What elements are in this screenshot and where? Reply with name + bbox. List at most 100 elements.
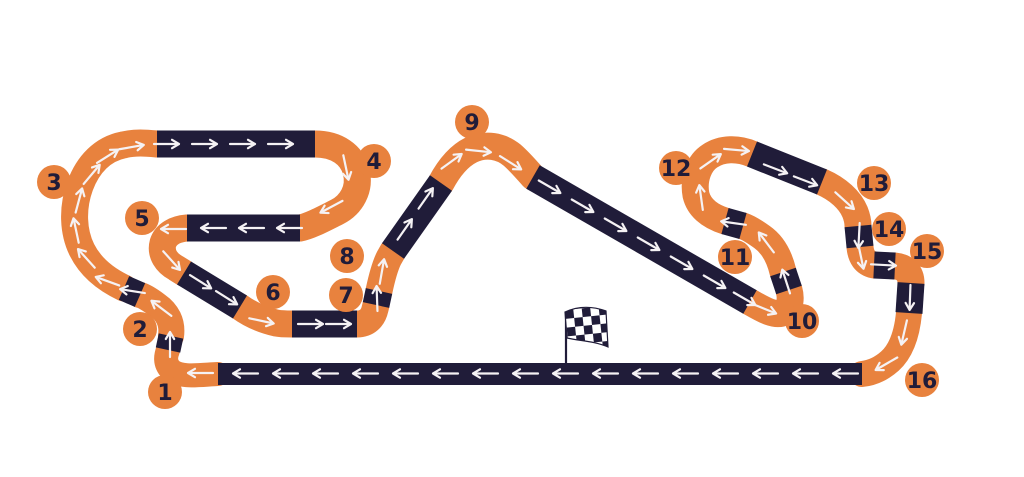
- turn-badge-number: 8: [339, 245, 354, 270]
- turn-badge-circle: [872, 212, 906, 246]
- direction-arrow: [603, 217, 628, 233]
- turn-badge-circle: [910, 234, 944, 268]
- direction-arrow: [74, 187, 86, 214]
- track-segment: [286, 130, 371, 242]
- direction-arrow: [869, 259, 898, 271]
- direction-arrow: [377, 258, 389, 285]
- turn-badge-number: 2: [132, 318, 147, 343]
- direction-arrow: [792, 175, 819, 188]
- direction-arrow: [199, 222, 228, 234]
- turn-badge-number: 7: [338, 284, 353, 309]
- direction-arrow: [266, 138, 295, 150]
- direction-arrow: [511, 368, 540, 379]
- direction-arrow: [119, 284, 146, 296]
- direction-arrow: [159, 223, 188, 235]
- direction-arrow: [76, 247, 96, 269]
- flag-cloth: [564, 306, 609, 348]
- track-segment: [881, 252, 925, 297]
- turn-badge-circle: [256, 275, 290, 309]
- direction-arrow: [831, 368, 860, 379]
- direction-arrow: [231, 368, 260, 379]
- direction-arrow: [591, 368, 620, 379]
- direction-arrow: [757, 231, 775, 254]
- turn-badge-circle: [330, 239, 364, 273]
- direction-arrow: [537, 179, 562, 195]
- direction-arrow: [551, 368, 580, 379]
- turn-badge-circle: [123, 312, 157, 346]
- direction-arrow: [711, 368, 740, 379]
- turn-badge-number: 13: [859, 172, 890, 197]
- direction-arrow: [324, 318, 353, 330]
- direction-arrow: [248, 316, 275, 328]
- direction-arrow: [228, 138, 257, 150]
- direction-arrow: [417, 187, 434, 210]
- direction-arrow: [897, 319, 909, 346]
- turn-badge-14: 14: [872, 212, 906, 246]
- track-segment: [226, 293, 306, 338]
- turn-badge-3: 3: [37, 165, 71, 199]
- turn-badge-number: 15: [912, 240, 943, 265]
- turn-badge-number: 10: [787, 310, 818, 335]
- direction-arrow: [702, 274, 727, 290]
- direction-arrow: [779, 268, 792, 295]
- direction-arrow: [751, 303, 778, 316]
- turn-badge-10: 10: [785, 304, 819, 338]
- direction-arrow: [856, 243, 868, 270]
- direction-arrow: [720, 217, 747, 228]
- direction-arrows: [69, 138, 916, 379]
- direction-arrow: [762, 163, 789, 176]
- direction-arrow: [190, 138, 219, 150]
- direction-arrow: [396, 218, 413, 241]
- direction-arrow: [94, 274, 121, 287]
- direction-arrow: [275, 222, 304, 234]
- turn-badge-circle: [785, 304, 819, 338]
- direction-arrow: [311, 368, 340, 379]
- checkered-flag-icon: [564, 306, 609, 364]
- direction-arrow: [699, 153, 722, 170]
- track-segment: [154, 338, 230, 388]
- track-segment: [808, 168, 872, 240]
- turn-badge-15: 15: [910, 234, 944, 268]
- direction-arrow: [636, 236, 661, 252]
- turn-badge-circle: [37, 165, 71, 199]
- turn-badge-6: 6: [256, 275, 290, 309]
- turn-badge-13: 13: [857, 166, 891, 200]
- turn-badge-circle: [357, 144, 391, 178]
- direction-arrow: [162, 250, 182, 272]
- turn-badge-1: 1: [148, 375, 182, 409]
- direction-arrow: [874, 356, 899, 372]
- direction-arrow: [631, 368, 660, 379]
- turn-badge-number: 1: [157, 381, 172, 406]
- turn-badge-number: 11: [720, 246, 751, 271]
- track-segment: [148, 214, 201, 287]
- turn-badge-circle: [125, 201, 159, 235]
- turn-badge-16: 16: [905, 363, 939, 397]
- turn-badge-number: 16: [907, 369, 938, 394]
- direction-arrow: [671, 368, 700, 379]
- direction-arrow: [791, 368, 820, 379]
- track-segment: [365, 237, 407, 305]
- direction-arrow: [904, 283, 916, 312]
- direction-arrow: [296, 318, 325, 330]
- direction-arrow: [319, 199, 344, 215]
- turn-badge-2: 2: [123, 312, 157, 346]
- turn-badge-7: 7: [329, 278, 363, 312]
- turn-badge-number: 9: [464, 111, 479, 136]
- direction-arrow: [186, 367, 215, 379]
- direction-arrow: [498, 155, 523, 171]
- turn-badge-circle: [718, 240, 752, 274]
- direction-arrow: [695, 184, 706, 211]
- turn-badge-8: 8: [330, 239, 364, 273]
- turn-badge-11: 11: [718, 240, 752, 274]
- direction-arrow: [471, 368, 500, 379]
- direction-arrow: [431, 368, 460, 379]
- turn-badge-12: 12: [659, 151, 693, 185]
- direction-arrow: [751, 368, 780, 379]
- turn-badge-number: 4: [366, 150, 381, 175]
- turn-badge-number: 12: [661, 157, 692, 182]
- turn-badge-circle: [905, 363, 939, 397]
- track-segment: [343, 291, 390, 338]
